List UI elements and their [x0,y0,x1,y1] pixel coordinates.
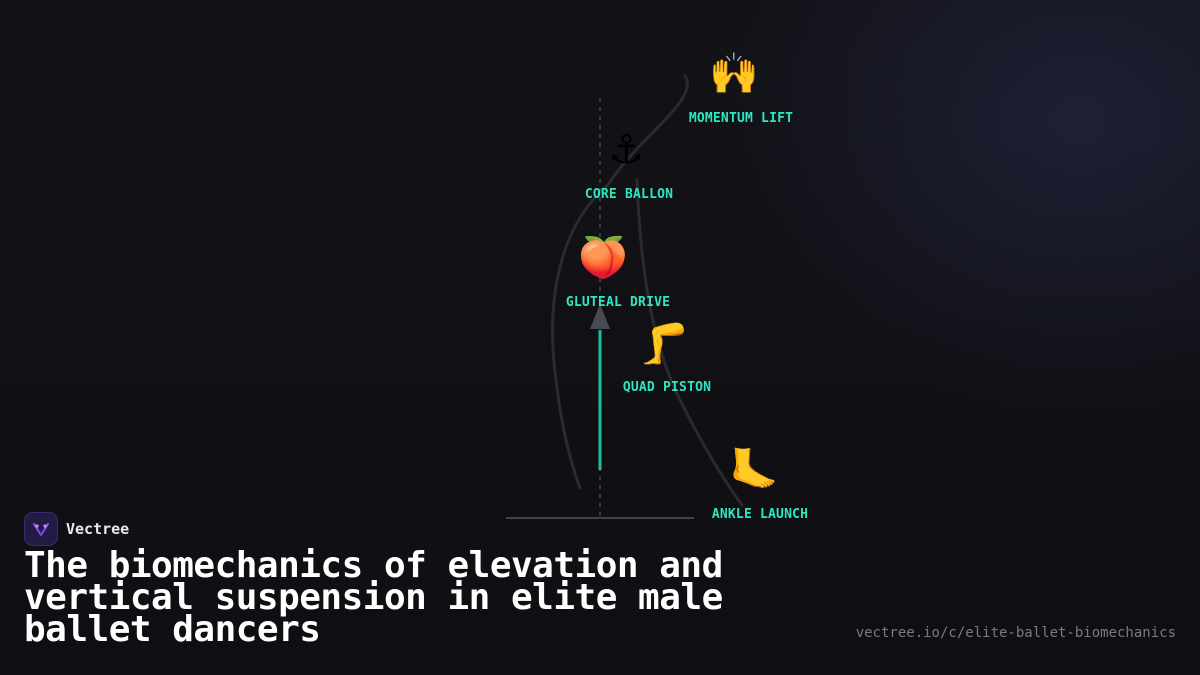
leg-icon: 🦵 [639,321,689,367]
force-vector-arrowhead [590,304,610,329]
brand[interactable]: Vectree [24,512,129,546]
node-label-core-ballon: CORE BALLON [584,187,674,202]
node-label-gluteal-drive: GLUTEAL DRIVE [565,295,671,310]
node-label-ankle-launch: ANKLE LAUNCH [711,507,809,522]
page-title: The biomechanics of elevation and vertic… [24,545,723,650]
node-label-momentum-lift: MOMENTUM LIFT [688,111,794,126]
source-url[interactable]: vectree.io/c/elite-ballet-biomechanics [855,625,1176,641]
peach-icon: 🍑 [578,235,628,281]
foot-icon: 🦶 [729,447,779,493]
anchor-icon: ⚓ [608,127,644,173]
raised-hands-icon: 🙌 [709,51,759,97]
vectree-logo-icon [24,512,58,546]
silhouette-back-curve [551,74,689,490]
node-label-quad-piston: QUAD PISTON [622,380,712,395]
brand-name: Vectree [66,520,130,538]
silhouette-front-curve [635,178,744,507]
